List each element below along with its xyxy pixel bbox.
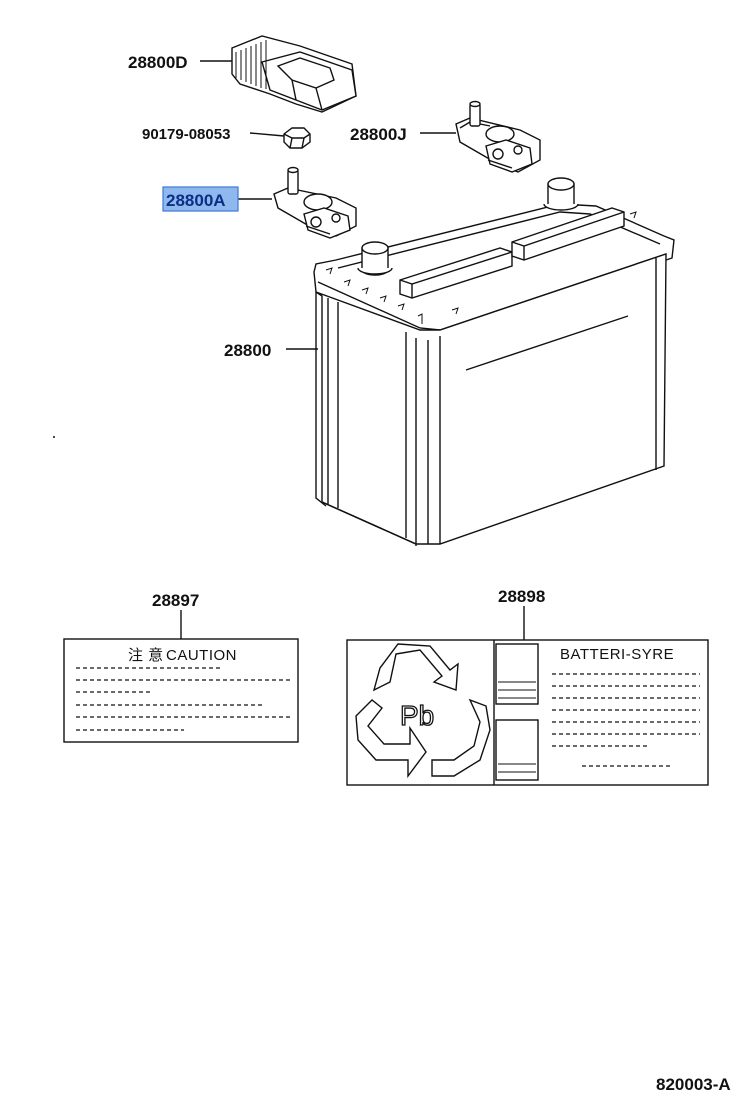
pb-symbol: Pb (400, 700, 434, 731)
part-label-28800J[interactable]: 28800J (350, 125, 407, 144)
part-label-90179-08053[interactable]: 90179-08053 (142, 126, 230, 143)
caution-label-drawing: 注 意 CAUTION (63, 638, 299, 743)
part-label-28800[interactable]: 28800 (224, 341, 271, 360)
hold-down-clamp-drawing (231, 35, 357, 113)
part-label-28897[interactable]: 28897 (152, 591, 199, 610)
part-label-28898[interactable]: 28898 (498, 587, 545, 606)
part-label-28800D[interactable]: 28800D (128, 53, 188, 72)
battery-drawing (313, 177, 675, 546)
highlight-box (162, 186, 239, 212)
negative-terminal-drawing (455, 100, 541, 173)
caution-kanji: 注 意 (128, 646, 164, 664)
figure-code: 820003-A (656, 1075, 731, 1094)
recycle-label-drawing: Pb BATTERI-SYRE (346, 639, 709, 786)
caution-heading: CAUTION (166, 647, 237, 664)
nut-drawing (283, 127, 311, 149)
recycle-heading: BATTERI-SYRE (560, 646, 674, 663)
positive-terminal-drawing (273, 166, 357, 239)
recycle-icon: Pb (355, 643, 491, 779)
part-label-28800A[interactable]: 28800A (166, 191, 226, 210)
